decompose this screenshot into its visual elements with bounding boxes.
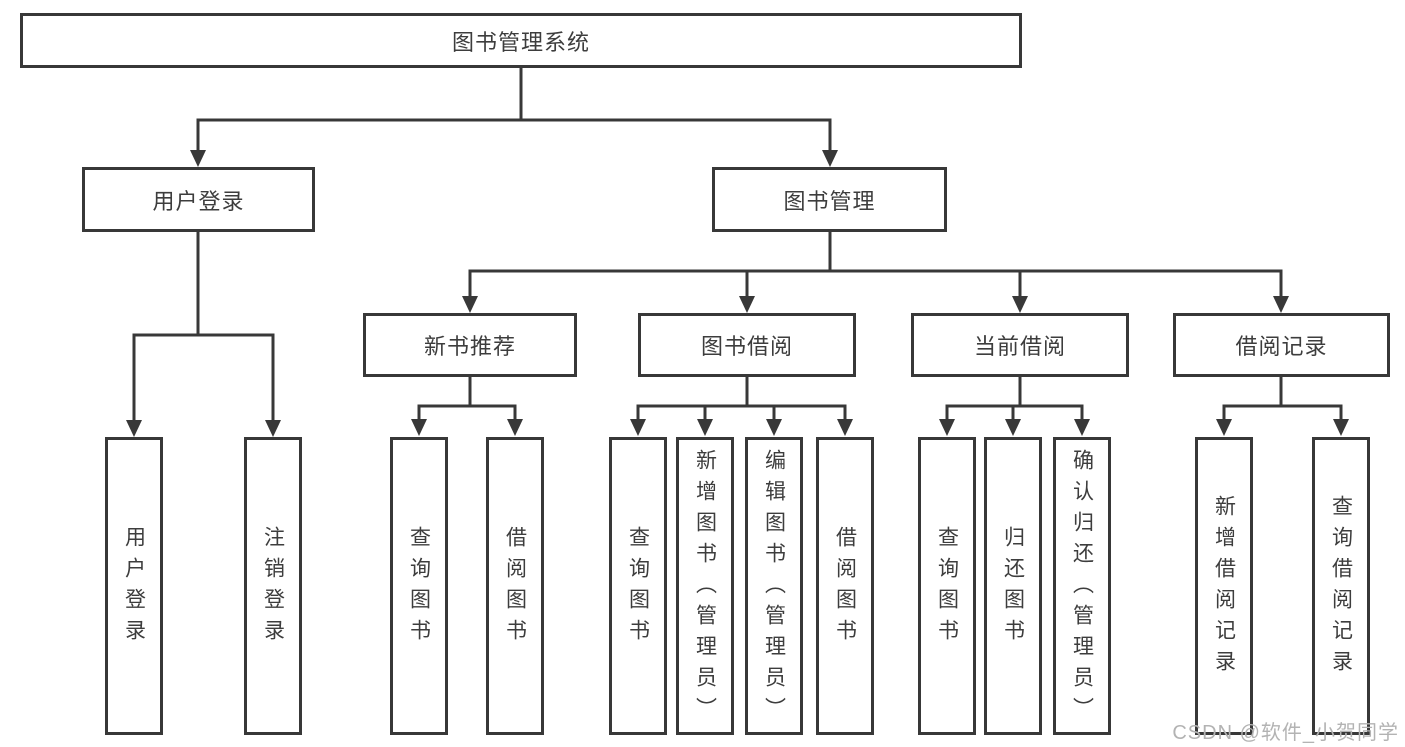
leaf-query-books-recommend: 查询图书 (390, 437, 448, 735)
leaf-add-borrow-record: 新增借阅记录 (1195, 437, 1253, 735)
leaf-logout: 注销登录 (244, 437, 302, 735)
leaf-query-books-borrow: 查询图书 (609, 437, 667, 735)
node-book-borrowing: 图书借阅 (638, 313, 856, 377)
node-current-borrowing: 当前借阅 (911, 313, 1129, 377)
leaf-borrow-books-recommend: 借阅图书 (486, 437, 544, 735)
node-new-book-recommend: 新书推荐 (363, 313, 577, 377)
node-user-login: 用户登录 (82, 167, 315, 232)
leaf-query-books-current: 查询图书 (918, 437, 976, 735)
leaf-add-books-admin: 新增图书（管理员） (676, 437, 734, 735)
leaf-return-books: 归还图书 (984, 437, 1042, 735)
leaf-borrow-books: 借阅图书 (816, 437, 874, 735)
leaf-edit-books-admin: 编辑图书（管理员） (745, 437, 803, 735)
csdn-watermark: CSDN @软件_小贺同学 (1172, 722, 1399, 744)
leaf-query-borrow-record: 查询借阅记录 (1312, 437, 1370, 735)
node-book-management: 图书管理 (712, 167, 947, 232)
node-borrowing-records: 借阅记录 (1173, 313, 1390, 377)
leaf-user-login: 用户登录 (105, 437, 163, 735)
leaf-confirm-return-admin: 确认归还（管理员） (1053, 437, 1111, 735)
node-root-system: 图书管理系统 (20, 13, 1022, 68)
